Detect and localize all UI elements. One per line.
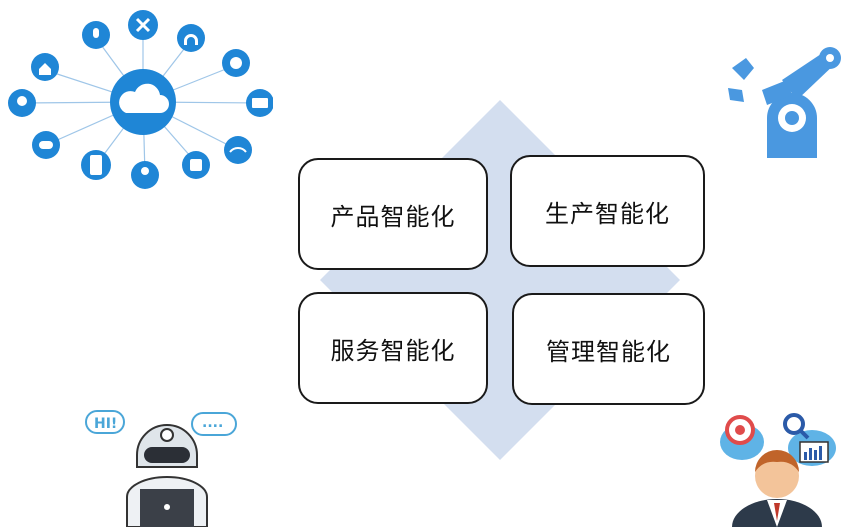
management-intelligence-box: 管理智能化 [512, 293, 705, 405]
production-intelligence-label: 生产智能化 [545, 199, 670, 228]
chat-robot-icon: HI! .... [85, 410, 237, 527]
management-intelligence-label: 管理智能化 [546, 337, 671, 366]
background-diamond [320, 100, 680, 460]
businessman-analytics-icon [720, 413, 836, 527]
product-intelligence-label: 产品智能化 [330, 202, 456, 231]
robot-greeting: HI! [94, 416, 117, 432]
production-intelligence-box: 生产智能化 [510, 155, 705, 267]
service-intelligence-label: 服务智能化 [330, 336, 456, 365]
robot-arm-icon [728, 47, 841, 158]
robot-ellipsis: .... [202, 415, 223, 431]
service-intelligence-box: 服务智能化 [298, 292, 488, 404]
iot-cloud-network-icon [8, 10, 273, 189]
product-intelligence-box: 产品智能化 [298, 158, 488, 270]
